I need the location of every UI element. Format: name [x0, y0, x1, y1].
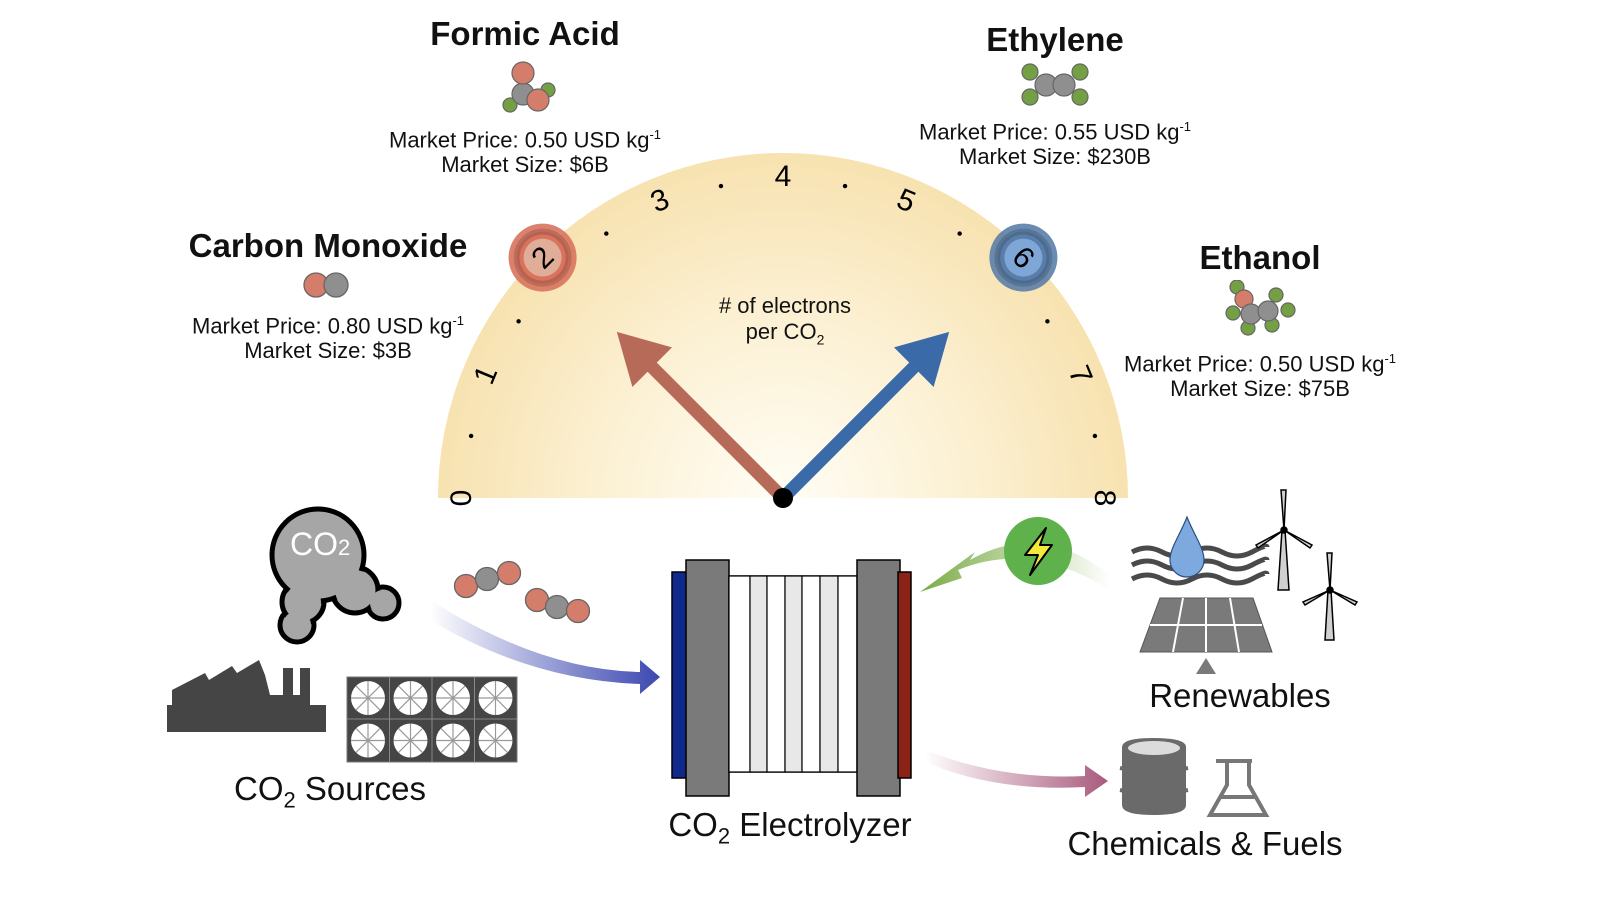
formic-acid-molecule-icon — [502, 61, 556, 113]
end-plate-right — [856, 559, 901, 797]
gauge-minor-tick — [604, 231, 609, 236]
gauge-minor-tick — [1092, 433, 1098, 439]
wind-turbine-icon — [1254, 489, 1359, 641]
gauge-minor-tick — [468, 433, 474, 439]
co2-molecule-icon — [453, 560, 522, 599]
co2-sources-label: CO2 Sources — [234, 770, 426, 813]
renewables-label: Renewables — [1149, 677, 1331, 714]
electrolyzer-cell — [784, 575, 803, 773]
gauge-tick-label: 8 — [1088, 490, 1121, 507]
lightning-bolt-icon — [1024, 527, 1053, 576]
gauge-minor-tick — [516, 319, 521, 324]
electricity-badge — [1004, 517, 1072, 585]
gauge-badge-6: 6 — [989, 223, 1058, 292]
oil-barrel-icon — [1119, 738, 1189, 815]
solar-panel-icon — [1139, 597, 1273, 674]
product-carbon-monoxide: Carbon Monoxide Market Price: 0.80 USD k… — [163, 227, 493, 364]
fan-icon — [393, 681, 428, 715]
market-size: Market Size: $6B — [441, 152, 609, 178]
factory-icon — [167, 660, 326, 732]
gauge-minor-tick — [842, 183, 848, 189]
gauge-minor-tick — [957, 231, 962, 236]
gauge-badge-2: 2 — [508, 223, 577, 292]
electrolyzer-cell — [728, 575, 751, 773]
product-ethylene: Ethylene Market Price: 0.55 USD kg-1 Mar… — [880, 21, 1230, 170]
gauge-pivot — [773, 488, 793, 508]
gauge-face — [438, 153, 1128, 498]
co2-molecule-icon — [524, 587, 591, 624]
ethylene-ethanol-pointer — [778, 331, 950, 503]
fan-icon — [393, 723, 428, 758]
carbon-monoxide-molecule-icon — [303, 272, 349, 298]
market-size: Market Size: $230B — [959, 144, 1151, 170]
electrolyzer-label: CO2 Electrolyzer — [668, 806, 912, 849]
gauge-tick-label: 0 — [445, 490, 478, 507]
co2-feed-arrow — [430, 600, 660, 694]
market-price: Market Price: 0.55 USD kg — [919, 119, 1180, 145]
electrolyzer-cell — [766, 575, 786, 773]
product-name: Carbon Monoxide — [188, 227, 468, 264]
market-price: Market Price: 0.80 USD kg — [192, 313, 453, 339]
gauge-minor-tick — [718, 183, 724, 189]
product-name: Formic Acid — [430, 15, 620, 52]
electrolyzer-cell — [749, 575, 768, 773]
gauge-caption: # of electrons per CO2 — [718, 293, 852, 348]
fan-icon — [478, 681, 513, 715]
cloud-label: CO — [290, 526, 338, 562]
fan-icon — [436, 723, 470, 758]
product-formic-acid: Formic Acid Market Price: 0.50 USD kg-1 … — [350, 15, 700, 178]
anode-plate — [897, 571, 912, 779]
product-name: Ethanol — [1199, 239, 1321, 276]
product-name: Ethylene — [986, 21, 1124, 58]
market-size: Market Size: $3B — [244, 338, 412, 364]
electrolyzer-cell — [801, 575, 821, 773]
fan-icon — [351, 723, 385, 758]
market-price: Market Price: 0.50 USD kg — [389, 127, 650, 153]
gauge-minor-tick — [1045, 319, 1050, 324]
chemicals-fuels-label: Chemicals & Fuels — [1067, 825, 1343, 862]
electrolyzer-stack — [671, 559, 912, 797]
gauge-tick-label: 4 — [775, 160, 792, 193]
fan-icon — [351, 681, 385, 715]
fan-icon — [436, 681, 470, 715]
product-ethanol: Ethanol Market Price: 0.50 USD kg-1 Mark… — [1095, 239, 1425, 402]
direct-air-capture-icon — [346, 676, 518, 763]
flask-icon — [1206, 759, 1270, 817]
end-plate-left — [685, 559, 730, 797]
electrolyzer-cell — [819, 575, 839, 773]
market-size: Market Size: $75B — [1170, 376, 1350, 402]
ethanol-molecule-icon — [1225, 280, 1296, 336]
hydro-icon — [1130, 543, 1270, 586]
electrolyzer-cell — [837, 575, 858, 773]
fan-icon — [478, 723, 513, 758]
ethylene-molecule-icon — [1021, 63, 1089, 106]
co-formic-pointer — [616, 331, 788, 503]
product-arrow — [925, 750, 1108, 797]
co2-molecules — [453, 560, 591, 624]
svg-text:CO2: CO2 — [290, 526, 350, 562]
water-drop-icon — [1169, 515, 1205, 578]
market-price: Market Price: 0.50 USD kg — [1124, 351, 1385, 377]
